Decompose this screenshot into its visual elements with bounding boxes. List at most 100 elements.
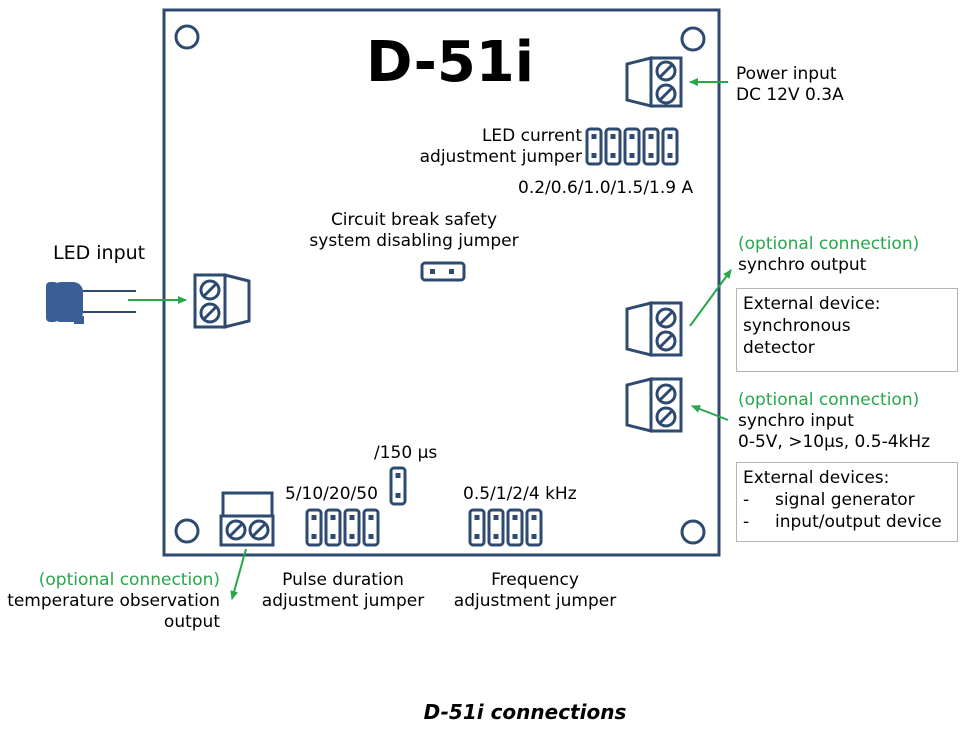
jumper-pin: [474, 534, 480, 539]
device-box-line-3: detector: [743, 338, 815, 358]
devices-box-item: -input/output device: [743, 512, 942, 532]
devices-box-bullet: -: [743, 490, 750, 510]
arrow-temperature-output: [230, 548, 247, 600]
temperature-optional: (optional connection): [38, 570, 220, 590]
jumper-pin: [349, 534, 355, 539]
led-current-values: 0.2/0.6/1.0/1.5/1.9 A: [518, 178, 694, 198]
arrow-synchro-input: [691, 405, 729, 421]
jumper-pin: [591, 134, 597, 139]
jumper-pin: [493, 534, 499, 539]
board-outline: [162, 8, 721, 557]
pulse-duration-jumper: [305, 508, 380, 547]
led-current-jumper: [585, 127, 679, 166]
jumper-pin: [368, 515, 374, 520]
circuit-break-jumper: [420, 261, 466, 282]
temperature-output-terminal: [219, 491, 275, 547]
jumper-column: [487, 508, 505, 547]
synchro-input-name: synchro input: [738, 411, 854, 431]
jumper-column: [661, 127, 679, 166]
device-box-line-1: External device:: [743, 294, 881, 314]
jumper-pin: [610, 134, 616, 139]
synchro-input-label: (optional connection) synchro input 0-5V…: [738, 390, 930, 453]
jumper-column: [343, 508, 361, 547]
led-input-terminal: [193, 273, 251, 329]
synchro-input-optional: (optional connection): [738, 390, 920, 410]
jumper-pin: [629, 134, 635, 139]
frequency-label: Frequency adjustment jumper: [440, 570, 630, 612]
jumper-pin: [493, 515, 499, 520]
device-box-line-2: synchronous: [743, 316, 851, 336]
jumper-column: [525, 508, 543, 547]
pulse-150us-label: /150 µs: [374, 443, 438, 463]
pulse-duration-subtitle: adjustment jumper: [261, 591, 425, 611]
circuit-break-subtitle: system disabling jumper: [309, 231, 519, 251]
temperature-line-2: output: [163, 612, 220, 632]
mounting-hole-bottom-left: [174, 518, 200, 544]
jumper-pin: [629, 153, 635, 158]
jumper-column: [623, 127, 641, 166]
jumper-column: [389, 466, 407, 506]
jumper-pin: [591, 153, 597, 158]
temperature-output-label: (optional connection) temperature observ…: [0, 570, 220, 633]
synchro-output-optional: (optional connection): [738, 234, 920, 254]
jumper-pin: [667, 134, 673, 139]
jumper-column: [585, 127, 603, 166]
jumper-pin: [330, 515, 336, 520]
synchro-output-device-box: External device: synchronous detector: [736, 288, 958, 372]
power-input-spec: DC 12V 0.3A: [736, 85, 844, 105]
jumper-pin: [648, 134, 654, 139]
power-input-title: Power input: [736, 64, 837, 84]
circuit-break-title: Circuit break safety: [330, 210, 498, 230]
jumper-pin: [330, 534, 336, 539]
circuit-break-label: Circuit break safety system disabling ju…: [290, 210, 538, 252]
jumper-pin: [610, 153, 616, 158]
frequency-title: Frequency: [491, 570, 579, 590]
jumper-pin: [531, 515, 537, 520]
led-current-title: LED current: [481, 126, 582, 146]
jumper-column: [324, 508, 342, 547]
devices-box-header: External devices:: [743, 468, 890, 488]
led-component-icon: [46, 282, 136, 324]
frequency-subtitle: adjustment jumper: [453, 591, 617, 611]
mounting-hole-top-left: [174, 24, 200, 50]
synchro-output-terminal: [625, 301, 683, 357]
board-title: D-51i: [366, 30, 534, 95]
jumper-column: [362, 508, 380, 547]
power-input-label: Power input DC 12V 0.3A: [736, 64, 844, 106]
led-current-subtitle: adjustment jumper: [419, 147, 582, 167]
jumper-column: [642, 127, 660, 166]
diagram-caption: D-51i connections: [423, 700, 627, 724]
jumper-pin: [512, 534, 518, 539]
jumper-pin: [474, 515, 480, 520]
jumper-pin: [531, 534, 537, 539]
pulse-duration-label: Pulse duration adjustment jumper: [248, 570, 438, 612]
jumper-column: [604, 127, 622, 166]
jumper-pin: [449, 269, 454, 274]
led-input-label: LED input: [53, 242, 146, 264]
synchro-input-spec: 0-5V, >10µs, 0.5-4kHz: [738, 432, 931, 452]
pulse-values-label: 5/10/20/50: [285, 484, 378, 504]
mounting-hole-top-right: [680, 26, 706, 52]
jumper-pin: [512, 515, 518, 520]
devices-box-bullet: -: [743, 512, 750, 532]
temperature-line-1: temperature observation: [7, 591, 220, 611]
pulse-150us-jumper: [389, 466, 407, 506]
jumper-pin: [349, 515, 355, 520]
jumper-housing: [420, 261, 466, 282]
synchro-input-terminal: [625, 377, 683, 433]
mounting-hole-bottom-right: [680, 519, 706, 545]
jumper-pin: [368, 534, 374, 539]
mounting-holes: [174, 24, 706, 545]
jumper-pin: [395, 473, 401, 478]
jumper-pin: [311, 515, 317, 520]
frequency-jumper: [468, 508, 543, 547]
power-input-terminal: [625, 56, 683, 108]
jumper-pin: [667, 153, 673, 158]
devices-box-item: -signal generator: [743, 490, 915, 510]
pulse-duration-title: Pulse duration: [282, 570, 404, 590]
arrow-synchro-output: [689, 269, 732, 327]
jumper-pin: [648, 153, 654, 158]
jumper-pin: [395, 493, 401, 498]
synchro-input-devices-box: External devices: -signal generator -inp…: [736, 462, 958, 542]
